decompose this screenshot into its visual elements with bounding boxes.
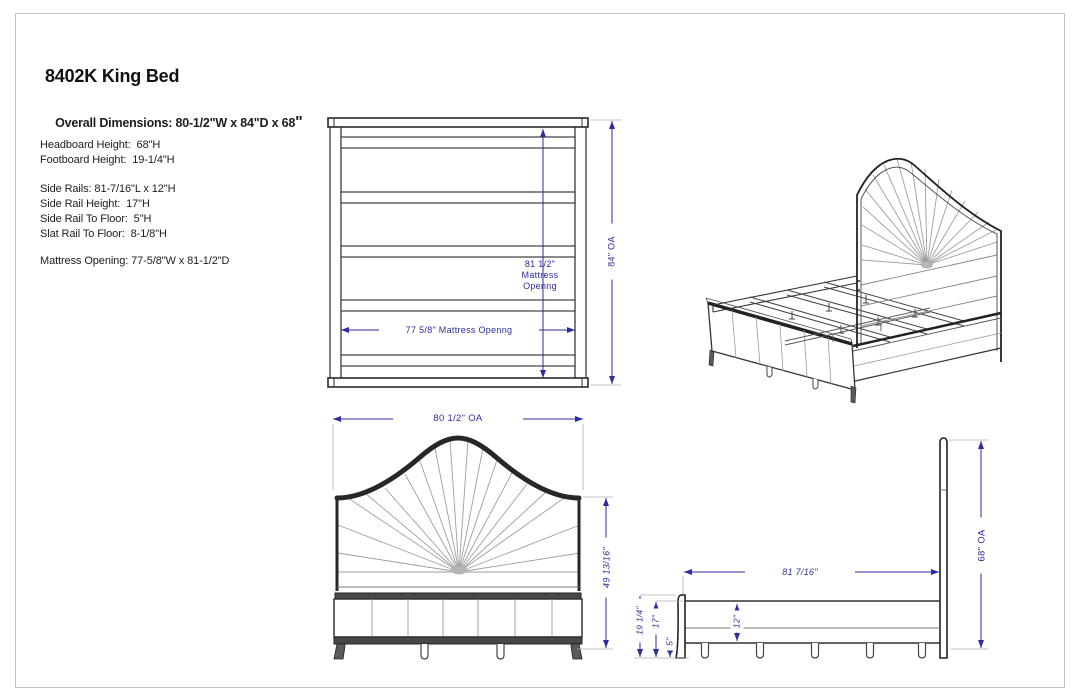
front-left-leg [333, 643, 346, 660]
front-right-leg [570, 643, 583, 660]
spec-line: Side Rail Height: 17"H [40, 198, 150, 210]
side-view-drawing [634, 437, 988, 659]
front-view-drawing [332, 416, 613, 660]
dim-label-17: 17" [649, 608, 663, 635]
footboard-side-profile [675, 594, 686, 659]
front-mid-leg [420, 644, 429, 660]
spec-group-mattress: Mattress Opening: 77-5/8"W x 81-1/2"D [40, 254, 229, 269]
dim-label-line: 81 1/2" [524, 259, 556, 269]
top-view-drawing [327, 117, 621, 388]
sunburst-center [451, 565, 467, 575]
dim-label-line: Mattress [521, 270, 559, 280]
footboard-panel [333, 598, 583, 638]
dim-label-84-oa: 84" OA [605, 223, 619, 280]
far-side-rail [712, 275, 858, 313]
page-title: 8402K King Bed [45, 66, 180, 86]
headboard-3d [856, 157, 1002, 362]
page-border [15, 13, 1065, 688]
dim-label-mattress-depth: 81 1/2" Mattress Openng [505, 259, 575, 292]
dim-label-5: 5" [663, 632, 677, 651]
headboard-arch [334, 435, 582, 501]
dim-label-mattress-width: 77 5/8" Mattress Openng [379, 324, 539, 337]
spec-group-heights: Headboard Height: 68"H Footboard Height:… [40, 138, 175, 168]
dim-label-footboard-height: 19 1/4" [633, 598, 647, 643]
front-mid-leg [496, 644, 505, 660]
spec-line: Footboard Height: 19-1/4"H [40, 154, 175, 166]
spec-group-rails: Side Rails: 81-7/16"L x 12"H Side Rail H… [40, 182, 176, 242]
spec-line: Side Rail To Floor: 5"H [40, 213, 152, 225]
sunburst-rays-3d [861, 158, 998, 266]
overall-inch-mark: " [295, 114, 303, 131]
headboard-side-profile [939, 437, 948, 659]
dim-label-49: 49 13/16" [600, 537, 614, 598]
spec-line: Headboard Height: 68"H [40, 139, 161, 151]
dim-label-12: 12" [730, 610, 744, 633]
side-legs [700, 643, 927, 659]
spec-line: Slat Rail To Floor: 8-1/8"H [40, 228, 167, 240]
headboard-bottom-rail [334, 592, 582, 600]
sunburst-rays [337, 439, 581, 573]
footboard-bottom-rail [333, 636, 583, 645]
dim-label-rail-length: 81 7/16" [745, 566, 855, 579]
bed-plan-frame [327, 117, 589, 388]
overall-dimensions-text: Overall Dimensions: 80-1/2"W x 84"D x 68 [55, 116, 296, 130]
dim-label-68-oa: 68" OA [975, 517, 989, 574]
spec-line: Mattress Opening: 77-5/8"W x 81-1/2"D [40, 255, 230, 267]
dim-label-line: Openng [523, 281, 557, 291]
overall-dimensions: Overall Dimensions: 80-1/2"W x 84"D x 68… [42, 100, 303, 146]
perspective-view-drawing [705, 157, 1002, 404]
spec-line: Side Rails: 81-7/16"L x 12"H [40, 183, 176, 195]
dim-label-80-oa: 80 1/2" OA [393, 412, 523, 425]
